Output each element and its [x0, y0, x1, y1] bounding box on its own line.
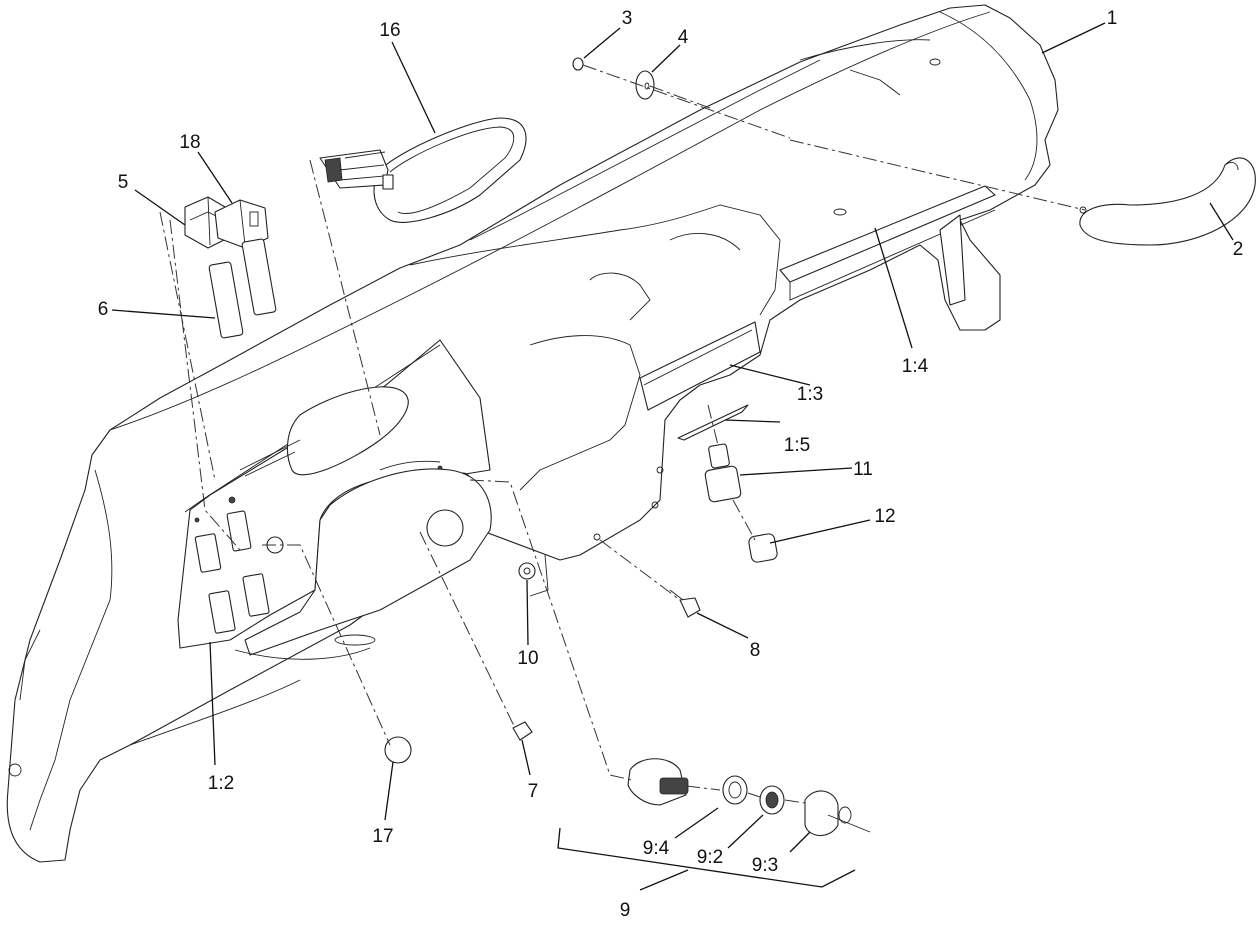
callout-1: 1	[1107, 8, 1118, 29]
callout-9-3: 9:3	[752, 855, 778, 876]
callout-9: 9	[620, 900, 631, 921]
trim-strip	[779, 185, 996, 306]
assembly-lines	[159, 64, 1086, 804]
ignition-switch-9	[627, 758, 871, 837]
nut-10	[518, 562, 536, 580]
callout-3: 3	[622, 8, 633, 29]
callout-4: 4	[678, 27, 689, 48]
callout-16: 16	[379, 20, 400, 41]
callout-6: 6	[98, 299, 109, 320]
callout-9-2: 9:2	[697, 847, 723, 868]
instrument-panel-face	[177, 339, 491, 649]
callout-8: 8	[750, 640, 761, 661]
callout-18: 18	[179, 132, 200, 153]
cap-12	[748, 533, 778, 563]
grab-handle	[1079, 157, 1256, 246]
bolt-8	[669, 589, 701, 618]
glovebox-panel	[639, 321, 761, 411]
washer-4	[635, 70, 655, 100]
plug-17	[384, 736, 412, 764]
rocker-switch-18	[214, 199, 269, 249]
callout-1-5: 1:5	[784, 435, 810, 456]
callout-9-4: 9:4	[643, 838, 670, 859]
callout-1-2: 1:2	[208, 773, 234, 794]
callout-10: 10	[517, 648, 538, 669]
callout-17: 17	[372, 826, 393, 847]
callout-1-4: 1:4	[902, 356, 929, 377]
callout-2: 2	[1233, 239, 1244, 260]
leader-lines	[111, 22, 1234, 891]
callout-1-3: 1:3	[797, 384, 823, 405]
callout-labels: 1 2 3 4 5 6 7 8 9 10 11 12 16 17 18 1:2 …	[98, 8, 1244, 921]
dash-panel-body	[6, 4, 1059, 863]
instrument-cluster	[319, 117, 527, 223]
bolt-7	[512, 721, 533, 741]
callout-11: 11	[853, 459, 873, 480]
callout-12: 12	[874, 506, 895, 527]
switch-plug-6	[208, 238, 277, 339]
switch-11	[677, 404, 749, 503]
callout-5: 5	[118, 172, 129, 193]
screw-3	[572, 57, 584, 71]
steering-column-cover	[234, 460, 549, 660]
callout-7: 7	[528, 781, 539, 802]
